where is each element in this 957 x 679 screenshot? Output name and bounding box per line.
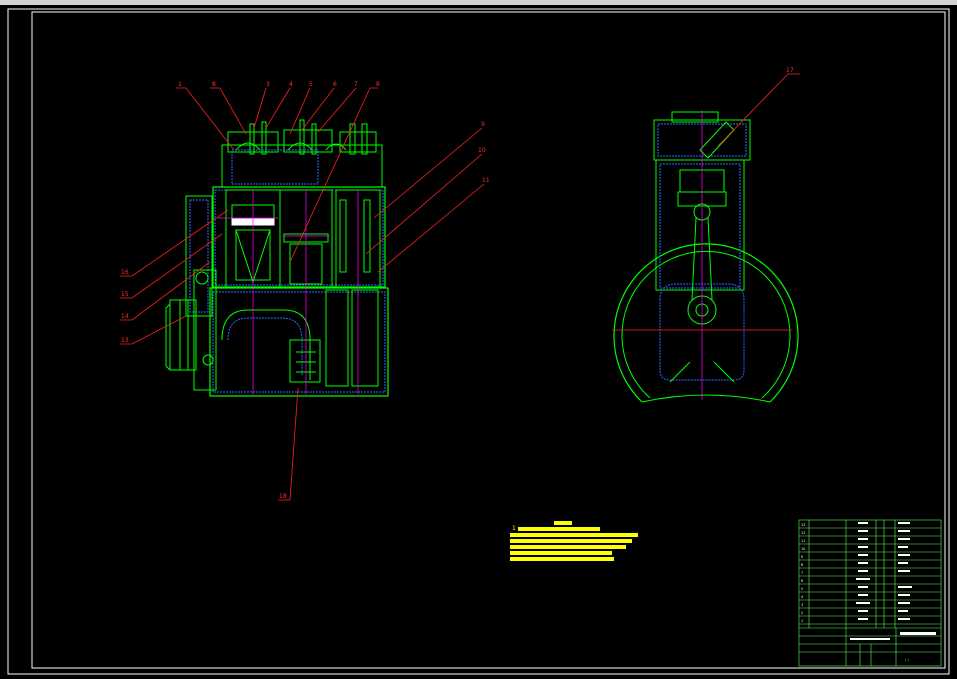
svg-text:3: 3 bbox=[801, 603, 803, 607]
svg-text:5: 5 bbox=[801, 587, 803, 591]
front-view-callout-labels: 1 8 3 4 5 6 7 8 9 10 11 16 15 14 13 18 bbox=[121, 81, 490, 500]
title-block-fills bbox=[850, 522, 936, 640]
callout-4: 4 bbox=[289, 81, 293, 88]
svg-text:7: 7 bbox=[801, 571, 803, 575]
svg-text:6: 6 bbox=[801, 579, 803, 583]
technical-notes: 1 bbox=[510, 521, 638, 561]
callout-16: 16 bbox=[121, 269, 129, 276]
svg-text:13: 13 bbox=[801, 523, 805, 527]
callout-18: 18 bbox=[279, 493, 287, 500]
svg-text:8: 8 bbox=[801, 563, 803, 567]
front-view-leaders bbox=[120, 87, 485, 501]
callout-6: 6 bbox=[333, 81, 337, 88]
callout-7: 7 bbox=[354, 81, 358, 88]
callout-3: 3 bbox=[266, 81, 270, 88]
front-section-view bbox=[165, 119, 389, 397]
notes-number: 1 bbox=[512, 525, 516, 532]
side-section-view bbox=[612, 110, 799, 403]
callout-11: 11 bbox=[482, 177, 490, 184]
svg-text:9: 9 bbox=[801, 555, 803, 559]
callout-10: 10 bbox=[478, 147, 486, 154]
callout-5: 5 bbox=[309, 81, 313, 88]
callout-9: 9 bbox=[481, 121, 485, 128]
callout-14: 14 bbox=[121, 313, 129, 320]
title-block bbox=[798, 519, 942, 667]
svg-text:12: 12 bbox=[801, 531, 805, 535]
inner-border bbox=[31, 11, 946, 669]
svg-text:4: 4 bbox=[801, 595, 803, 599]
svg-text:10: 10 bbox=[801, 547, 805, 551]
cad-drawing-canvas[interactable]: 1 8 3 4 5 6 7 8 9 10 11 16 15 14 13 18 bbox=[0, 5, 957, 679]
svg-text:11: 11 bbox=[801, 539, 805, 543]
callout-13: 13 bbox=[121, 337, 129, 344]
callout-17: 17 bbox=[786, 67, 794, 74]
window-title-bar bbox=[0, 0, 957, 5]
callout-8-top: 8 bbox=[212, 81, 216, 88]
svg-text:2: 2 bbox=[801, 611, 803, 615]
callout-1: 1 bbox=[178, 81, 182, 88]
title-block-sheet-label: ( ) bbox=[905, 658, 909, 662]
svg-text:1: 1 bbox=[801, 619, 803, 623]
callout-15: 15 bbox=[121, 291, 129, 298]
outer-border bbox=[7, 8, 950, 675]
side-view-leaders bbox=[717, 73, 800, 147]
callout-8: 8 bbox=[376, 81, 380, 88]
title-block-row-numbers: 13 12 11 10 9 8 7 6 5 4 3 2 1 bbox=[801, 523, 805, 623]
